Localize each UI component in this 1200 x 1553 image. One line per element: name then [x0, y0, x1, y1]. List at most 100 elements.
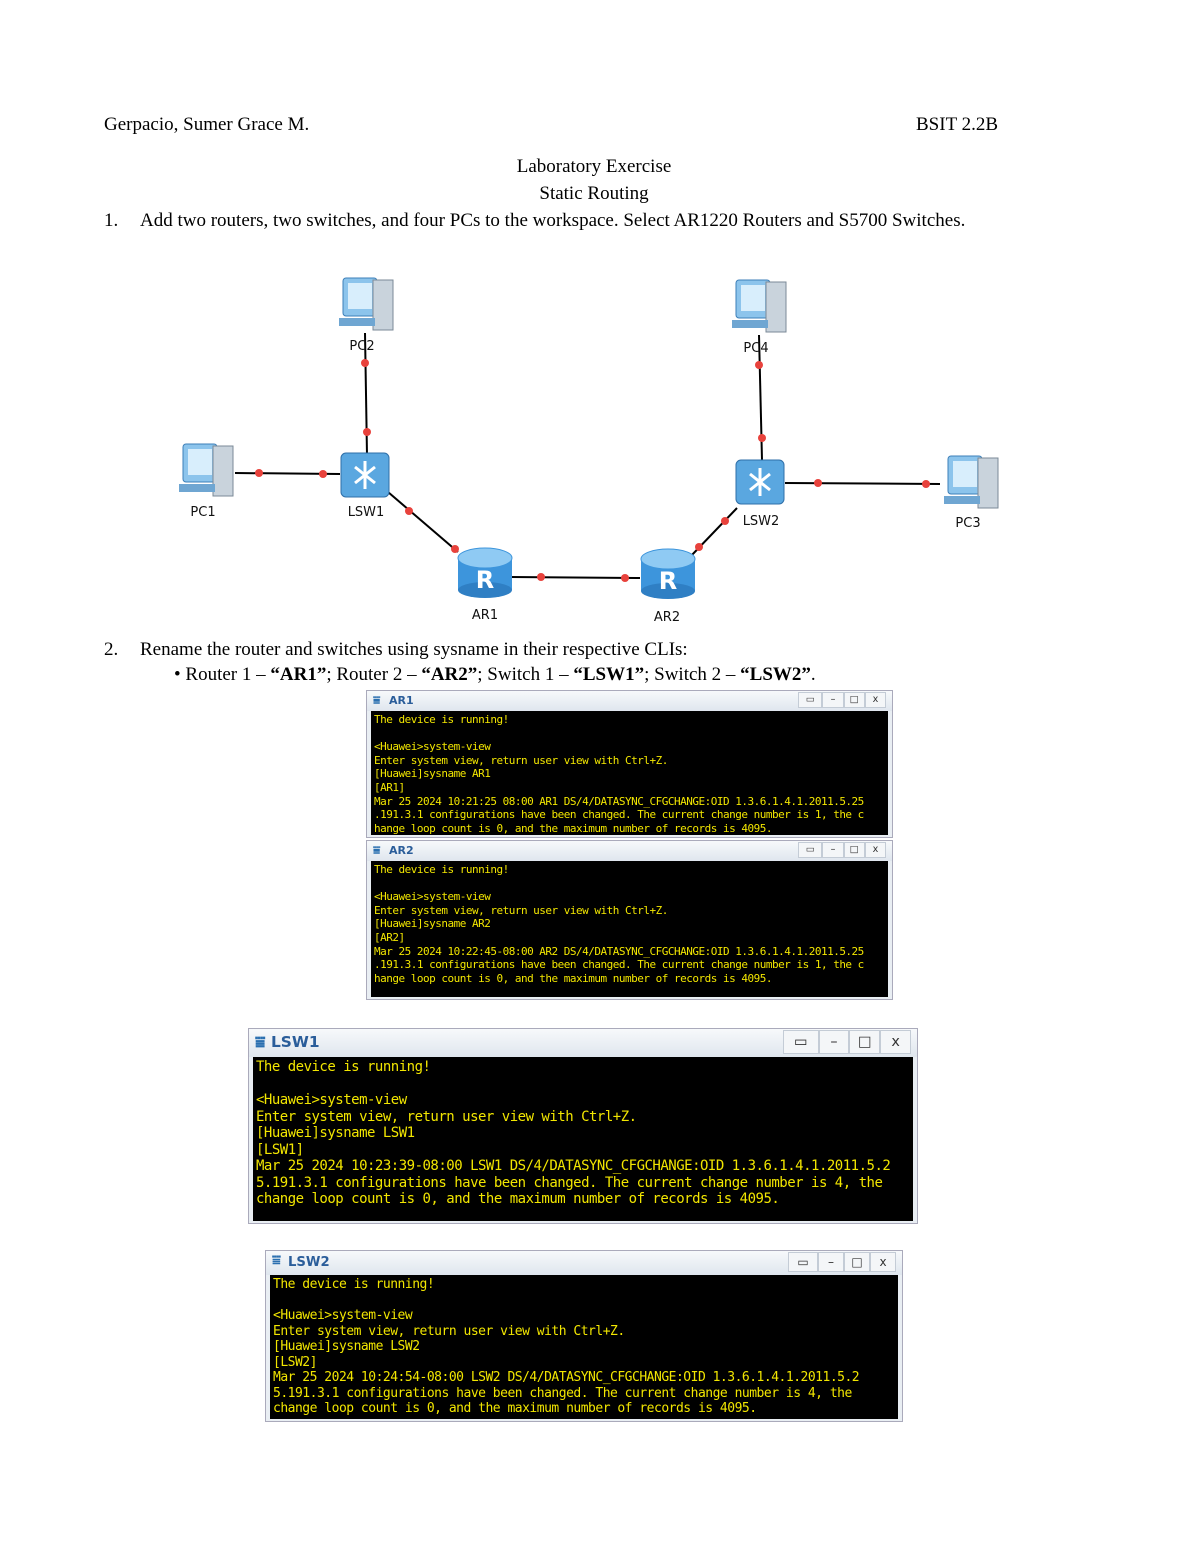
- minimize-button[interactable]: –: [822, 692, 844, 708]
- console-output[interactable]: The device is running! <Huawei>system-vi…: [253, 1057, 913, 1221]
- close-button[interactable]: x: [864, 842, 886, 858]
- pc-tower: [977, 457, 999, 509]
- pc-screen: [953, 461, 977, 487]
- console-line: 5.191.3.1 configurations have been chang…: [273, 1385, 852, 1401]
- ar1-node[interactable]: R AR1: [457, 547, 513, 623]
- console-line: change loop count is 0, and the maximum …: [256, 1191, 780, 1207]
- router-top: [640, 548, 696, 570]
- maximize-button[interactable]: □: [843, 692, 865, 708]
- maximize-button[interactable]: □: [844, 1252, 870, 1272]
- router-glyph: R: [476, 566, 494, 594]
- maximize-button[interactable]: □: [843, 842, 865, 858]
- port-dot: [451, 545, 459, 553]
- text: ; Switch 1 –: [477, 664, 574, 685]
- restore-icon[interactable]: ▭: [783, 1030, 819, 1054]
- console-output[interactable]: The device is running! <Huawei>system-vi…: [270, 1275, 898, 1419]
- terminal-window-ar2[interactable]: ⩸ AR2 ▭ – □ x The device is running! <Hu…: [366, 840, 893, 1000]
- close-button[interactable]: x: [880, 1030, 911, 1054]
- console-line: .191.3.1 configurations have been change…: [374, 958, 864, 972]
- title-bar[interactable]: ⩸ LSW1 ▭ – □ x: [249, 1029, 917, 1057]
- console-output[interactable]: The device is running! <Huawei>system-vi…: [371, 861, 888, 997]
- pc1-node[interactable]: PC1: [179, 443, 234, 520]
- window-title: LSW1: [271, 1033, 320, 1052]
- link-lsw1-ar1: [387, 491, 459, 553]
- lsw1-node[interactable]: LSW1: [340, 452, 390, 520]
- console-line: [AR2]: [374, 930, 405, 944]
- router-bottom: [641, 583, 695, 599]
- window-controls: ▭ – □ x: [788, 1252, 896, 1272]
- console-line: change loop count is 0, and the maximum …: [273, 1401, 757, 1416]
- restore-icon[interactable]: ▭: [788, 1252, 818, 1272]
- title-bar[interactable]: ⩸ AR2 ▭ – □ x: [367, 841, 892, 861]
- console-line: Enter system view, return user view with…: [374, 753, 668, 767]
- pc4-label: PC4: [743, 341, 768, 356]
- port-dot: [621, 574, 629, 582]
- pc2-label: PC2: [349, 339, 374, 354]
- terminal-window-lsw1[interactable]: ⩸ LSW1 ▭ – □ x The device is running! <H…: [248, 1028, 918, 1224]
- port-dot: [361, 359, 369, 367]
- console-line: [LSW1]: [256, 1141, 304, 1158]
- console-line: Mar 25 2024 10:23:39-08:00 LSW1 DS/4/DAT…: [256, 1158, 891, 1174]
- console-line: [LSW2]: [273, 1354, 317, 1370]
- pc1-label: PC1: [190, 505, 215, 520]
- title-bar[interactable]: ⩸ LSW2 ▭ – □ x: [266, 1251, 902, 1275]
- router-top: [457, 547, 513, 569]
- text: ; Switch 2 –: [644, 664, 741, 685]
- title-bar[interactable]: ⩸ AR1 ▭ – □ x: [367, 691, 892, 711]
- links: [234, 332, 941, 582]
- pc-base: [339, 318, 375, 326]
- console-line: The device is running!: [256, 1059, 431, 1075]
- pc-screen: [741, 285, 765, 311]
- router-glyph: R: [659, 567, 677, 595]
- console-line: [Huawei]sysname LSW2: [273, 1339, 420, 1354]
- console-line: The device is running!: [273, 1277, 435, 1292]
- window-controls: ▭ – □ x: [783, 1030, 911, 1054]
- console-line: Mar 25 2024 10:22:45-08:00 AR2 DS/4/DATA…: [374, 944, 864, 958]
- console-line: [Huawei]sysname LSW1: [256, 1125, 415, 1141]
- port-dot: [695, 543, 703, 551]
- terminal-window-lsw2[interactable]: ⩸ LSW2 ▭ – □ x The device is running! <H…: [265, 1250, 903, 1422]
- minimize-button[interactable]: –: [818, 1252, 844, 1272]
- terminal-window-ar1[interactable]: ⩸ AR1 ▭ – □ x The device is running! <Hu…: [366, 690, 893, 838]
- close-button[interactable]: x: [870, 1252, 896, 1272]
- restore-icon[interactable]: ▭: [798, 692, 823, 708]
- lsw1-label: LSW1: [348, 505, 385, 520]
- pc3-node[interactable]: PC3: [944, 455, 999, 531]
- console-line: [374, 727, 885, 741]
- step-1-text: Add two routers, two switches, and four …: [140, 210, 966, 231]
- port-dot: [319, 470, 327, 478]
- close-button[interactable]: x: [864, 692, 886, 708]
- text: Router 1 –: [185, 664, 271, 685]
- name-lsw1: “LSW1”: [573, 664, 645, 685]
- port-dot: [922, 480, 930, 488]
- console-line: hange loop count is 0, and the maximum n…: [374, 821, 772, 835]
- cli-window-icon: ⩸: [373, 693, 381, 707]
- console-line: [Huawei]sysname AR2: [374, 917, 491, 931]
- pc-tower: [372, 279, 394, 331]
- student-section: BSIT 2.2B: [916, 114, 999, 135]
- lsw2-node[interactable]: LSW2: [735, 459, 785, 529]
- minimize-button[interactable]: –: [822, 842, 844, 858]
- console-line: Mar 25 2024 10:24:54-08:00 LSW2 DS/4/DAT…: [273, 1370, 860, 1385]
- port-dot: [721, 517, 729, 525]
- window-title: LSW2: [288, 1254, 330, 1270]
- console-line: The device is running!: [374, 713, 509, 726]
- console-line: [256, 1076, 910, 1093]
- pc4-node[interactable]: PC4: [732, 279, 787, 356]
- lsw2-label: LSW2: [743, 514, 780, 529]
- maximize-button[interactable]: □: [849, 1030, 881, 1054]
- minimize-button[interactable]: –: [818, 1030, 850, 1054]
- pc-base: [944, 496, 980, 504]
- console-line: hange loop count is 0, and the maximum n…: [374, 971, 772, 985]
- console-line: Enter system view, return user view with…: [374, 903, 668, 917]
- console-output[interactable]: The device is running! <Huawei>system-vi…: [371, 711, 888, 835]
- restore-icon[interactable]: ▭: [798, 842, 823, 858]
- port-dot: [363, 428, 371, 436]
- cli-window-icon: ⩸: [272, 1253, 281, 1270]
- pc2-node[interactable]: PC2: [339, 277, 394, 354]
- ar1-label: AR1: [472, 608, 498, 623]
- port-dot: [255, 469, 263, 477]
